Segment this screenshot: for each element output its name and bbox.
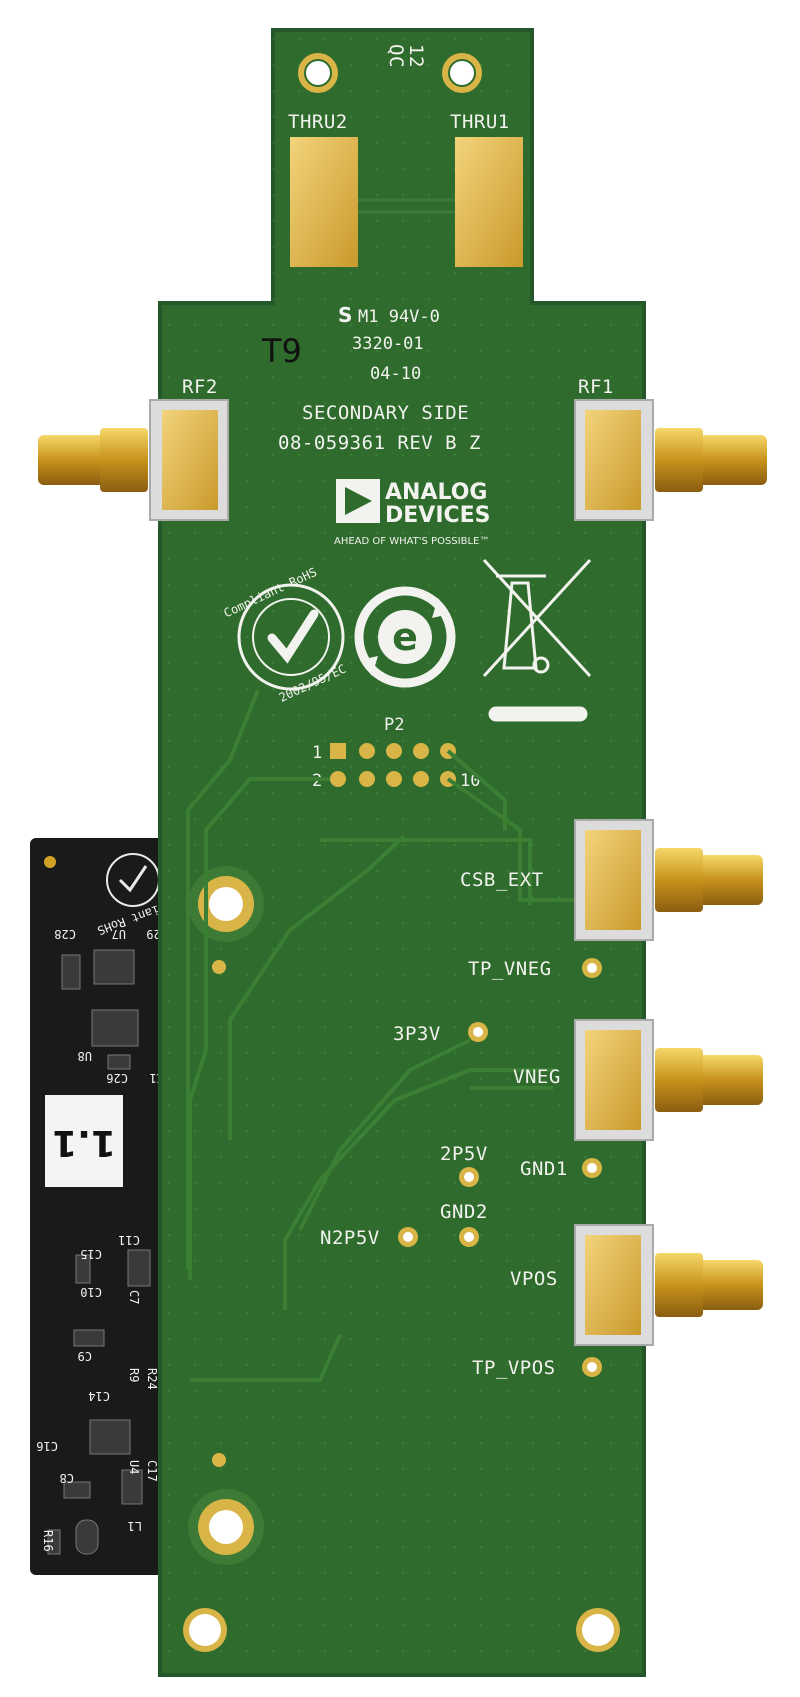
sma-connector-vneg (574, 1019, 763, 1141)
sma-connector-vpos (574, 1224, 763, 1346)
svg-text:C11: C11 (118, 1233, 140, 1247)
pcb-traces (186, 689, 578, 1382)
csb-ext-label: CSB_EXT (460, 869, 544, 891)
svg-text:L1: L1 (128, 1519, 142, 1533)
qc-label-line1: QC (385, 44, 407, 68)
svg-text:C17: C17 (145, 1460, 159, 1482)
p2-pin1-label: 1 (312, 743, 322, 763)
thru-pads (290, 137, 523, 267)
p2-label: P2 (384, 715, 404, 735)
svg-text:C28: C28 (54, 927, 76, 941)
svg-text:C16: C16 (36, 1439, 58, 1453)
weee-bin-icon (482, 558, 592, 722)
svg-text:DEVICES: DEVICES (385, 503, 491, 528)
svg-text:e: e (392, 615, 418, 659)
svg-text:R9: R9 (127, 1368, 141, 1382)
side-label: SECONDARY SIDE (302, 402, 469, 424)
svg-text:C10: C10 (80, 1285, 102, 1299)
analog-devices-logo: ANALOG DEVICES AHEAD OF WHAT'S POSSIBLE™ (334, 479, 491, 547)
2p5v-label: 2P5V (440, 1143, 488, 1165)
daughter-mount-pad (44, 856, 56, 868)
svg-text:ANALOG: ANALOG (385, 480, 487, 505)
gnd1-label: GND1 (520, 1158, 568, 1180)
e-recycle-icon: e (354, 586, 456, 688)
gnd2-label: GND2 (440, 1201, 488, 1223)
3p3v-label: 3P3V (393, 1023, 441, 1045)
tp-vpos-label: TP_VPOS (472, 1357, 556, 1379)
svg-text:U4: U4 (127, 1460, 141, 1474)
ul-mark-s: S (338, 303, 352, 327)
thru2-label: THRU2 (288, 111, 348, 133)
fab-code: 3320-01 (352, 334, 424, 354)
ul-mark: M1 94V-0 (358, 307, 440, 327)
svg-text:C7: C7 (127, 1290, 141, 1304)
svg-text:C26: C26 (106, 1071, 128, 1085)
part-number: 08-059361 REV B Z (278, 432, 481, 454)
main-board: THRU2 THRU1 QC 12 S M1 94V-0 3320-01 04-… (158, 28, 646, 1677)
version-label-sticker (45, 1095, 123, 1187)
svg-text:C14: C14 (88, 1389, 110, 1403)
tp-vneg-label: TP_VNEG (468, 958, 552, 980)
svg-text:U7: U7 (112, 927, 126, 941)
rf1-label: RF1 (578, 376, 614, 398)
sma-connector-csb-ext (574, 819, 763, 941)
vneg-label: VNEG (513, 1066, 561, 1088)
n2p5v-label: N2P5V (320, 1227, 380, 1249)
rf2-label: RF2 (182, 376, 218, 398)
svg-text:R24: R24 (145, 1368, 159, 1390)
qc-label-line2: 12 (405, 44, 427, 68)
date-code: 04-10 (370, 364, 421, 384)
test-point-pads (398, 958, 602, 1377)
svg-text:U8: U8 (78, 1049, 92, 1063)
daughter-refdes: C28 U7 C29 U8 C26 K1 C11 C15 C10 C7 C9 R… (36, 927, 168, 1552)
svg-text:C8: C8 (60, 1471, 74, 1485)
svg-text:AHEAD OF WHAT'S POSSIBLE™: AHEAD OF WHAT'S POSSIBLE™ (334, 536, 489, 547)
thru1-label: THRU1 (450, 111, 510, 133)
svg-text:R16: R16 (41, 1530, 55, 1552)
svg-text:C9: C9 (78, 1349, 92, 1363)
sma-connector-rf2 (38, 399, 229, 521)
version-label: 1.1 (52, 1122, 116, 1163)
vpos-label: VPOS (510, 1268, 558, 1290)
assembly-mark: T9 (261, 332, 302, 370)
sma-connector-rf1 (574, 399, 767, 521)
svg-text:C15: C15 (80, 1247, 102, 1261)
daughter-components (47, 949, 151, 1555)
